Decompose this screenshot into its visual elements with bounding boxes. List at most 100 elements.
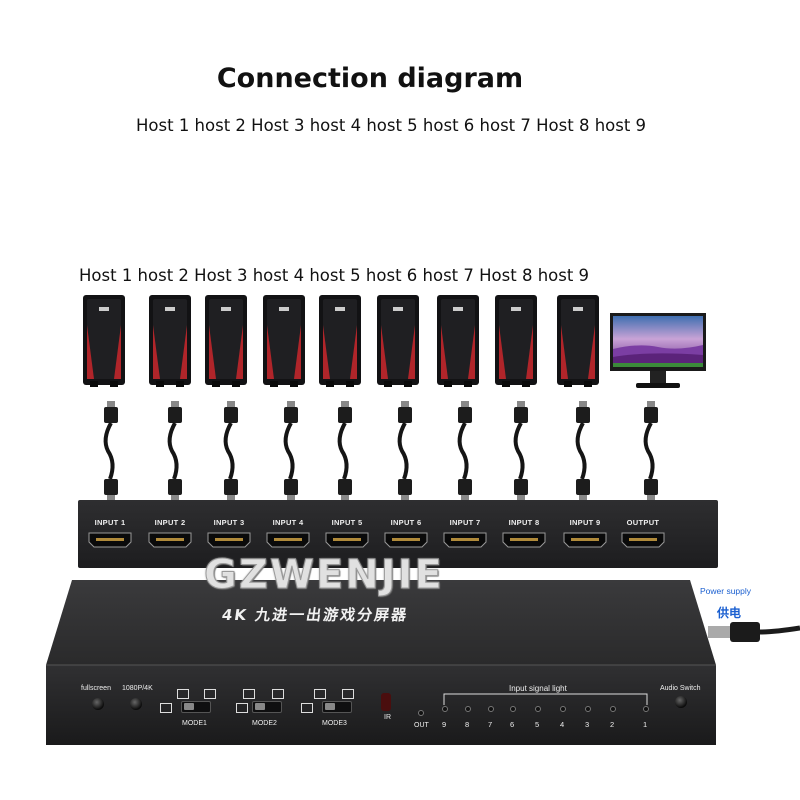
hdmi-cable-icon <box>397 401 412 501</box>
input-signal-number: 4 <box>560 720 565 729</box>
hdmi-cable-icon <box>337 401 352 501</box>
port-label: INPUT 2 <box>154 518 186 527</box>
host-pc-icon <box>377 295 419 387</box>
input-signal-led <box>510 706 516 712</box>
mode2-label: MODE2 <box>252 720 277 727</box>
host-pc-icon <box>495 295 537 387</box>
resolution-button[interactable] <box>130 698 142 710</box>
mode3-icon-b <box>342 689 354 699</box>
input-signal-number: 5 <box>535 720 540 729</box>
hdmi-port-icon <box>502 532 546 548</box>
mode2-icon-a <box>243 689 255 699</box>
host-pc-icon <box>557 295 599 387</box>
mode1-icon-b <box>204 689 216 699</box>
audio-switch-button[interactable] <box>675 696 687 708</box>
input-signal-number: 1 <box>643 720 648 729</box>
output-led <box>418 710 424 716</box>
port-label: INPUT 8 <box>508 518 540 527</box>
hdmi-cable-icon <box>167 401 182 501</box>
input-signal-number: 2 <box>610 720 615 729</box>
mode2-icon-b <box>272 689 284 699</box>
resolution-label: 1080P/4K <box>122 685 153 692</box>
hdmi-port-icon <box>325 532 369 548</box>
input-signal-led <box>610 706 616 712</box>
power-supply-label: Power supply <box>700 586 752 596</box>
hdmi-port-8: INPUT 8 <box>494 500 554 568</box>
hdmi-port-6: INPUT 6 <box>376 500 436 568</box>
port-label: INPUT 9 <box>569 518 601 527</box>
mode3-icon-c <box>301 703 313 713</box>
input-signal-number: 8 <box>465 720 470 729</box>
input-signal-number: 7 <box>488 720 493 729</box>
host-pc-icon <box>149 295 191 387</box>
host-pc-icon <box>83 295 125 387</box>
hdmi-cable-icon <box>283 401 298 501</box>
mode1-label: MODE1 <box>182 720 207 727</box>
output-label: OUT <box>414 722 429 729</box>
hdmi-port-icon <box>384 532 428 548</box>
hdmi-port-4: INPUT 4 <box>258 500 318 568</box>
port-label: OUTPUT <box>626 518 660 527</box>
monitor-icon <box>610 313 706 388</box>
back-panel: INPUT 1 INPUT 2 INPUT 3 INPUT 4 INPUT 5 INPUT… <box>78 500 718 568</box>
port-label: INPUT 3 <box>213 518 245 527</box>
hdmi-port-icon <box>266 532 310 548</box>
power-supply-cn-label: 供电 <box>717 606 742 620</box>
hdmi-port-7: INPUT 7 <box>435 500 495 568</box>
hdmi-port-icon <box>563 532 607 548</box>
hdmi-cable-icon <box>513 401 528 501</box>
input-signal-led <box>442 706 448 712</box>
hdmi-port-icon <box>621 532 665 548</box>
mode3-switch[interactable] <box>322 701 352 713</box>
hdmi-port-icon <box>207 532 251 548</box>
mode1-icon-c <box>160 703 172 713</box>
input-signal-led <box>488 706 494 712</box>
hdmi-port-icon <box>88 532 132 548</box>
ir-receiver <box>381 693 391 711</box>
mode1-icon-a <box>177 689 189 699</box>
hdmi-cable-icon <box>457 401 472 501</box>
host-pc-icon <box>437 295 479 387</box>
input-signal-label: Input signal light <box>509 684 567 693</box>
host-pc-icon <box>263 295 305 387</box>
input-signal-led <box>535 706 541 712</box>
hdmi-port-1: INPUT 1 <box>80 500 140 568</box>
input-signal-led <box>465 706 471 712</box>
input-signal-led <box>585 706 591 712</box>
mode3-icon-a <box>314 689 326 699</box>
host-label-row: Host 1 host 2 Host 3 host 4 host 5 host … <box>79 266 590 285</box>
input-signal-led <box>560 706 566 712</box>
host-pc-icon <box>319 295 361 387</box>
hdmi-port-3: INPUT 3 <box>199 500 259 568</box>
mode2-switch[interactable] <box>252 701 282 713</box>
hdmi-port-9: INPUT 9 <box>555 500 615 568</box>
audio-switch-label: Audio Switch <box>660 685 701 692</box>
fullscreen-button[interactable] <box>92 698 104 710</box>
hdmi-port-10: OUTPUT <box>613 500 673 568</box>
input-signal-number: 9 <box>442 720 447 729</box>
host-pc-icon <box>205 295 247 387</box>
input-signal-number: 3 <box>585 720 590 729</box>
hdmi-port-5: INPUT 5 <box>317 500 377 568</box>
hdmi-cable-icon <box>575 401 590 501</box>
diagram-title: Connection diagram <box>216 63 524 94</box>
input-signal-led <box>643 706 649 712</box>
input-signal-number: 6 <box>510 720 515 729</box>
mode2-icon-c <box>236 703 248 713</box>
device-title: 4K 九进一出游戏分屏器 <box>220 606 410 624</box>
fullscreen-label: fullscreen <box>81 685 111 692</box>
ir-label: IR <box>384 714 391 721</box>
port-label: INPUT 5 <box>331 518 363 527</box>
port-label: INPUT 1 <box>94 518 126 527</box>
hdmi-port-2: INPUT 2 <box>140 500 200 568</box>
port-label: INPUT 7 <box>449 518 481 527</box>
hdmi-port-icon <box>443 532 487 548</box>
hdmi-port-icon <box>148 532 192 548</box>
port-label: INPUT 6 <box>390 518 422 527</box>
mode1-switch[interactable] <box>181 701 211 713</box>
hdmi-cable-icon <box>103 401 118 501</box>
port-label: INPUT 4 <box>272 518 304 527</box>
watermark-text: GZWENJIE <box>204 552 444 599</box>
hdmi-cable-icon <box>223 401 238 501</box>
